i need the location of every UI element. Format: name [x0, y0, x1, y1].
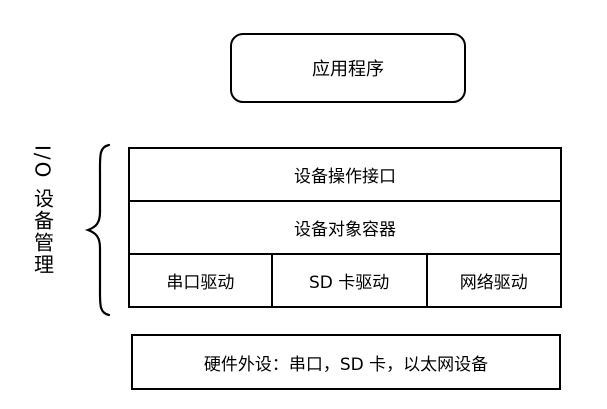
- hardware-box-label: 硬件外设：串口，SD 卡，以太网设备: [203, 354, 489, 375]
- network-driver-label: 网络驱动: [459, 273, 528, 293]
- application-box: 应用程序: [230, 33, 466, 103]
- hardware-box: 硬件外设：串口，SD 卡，以太网设备: [131, 334, 561, 390]
- driver-row: 串口驱动 SD 卡驱动 网络驱动: [130, 255, 560, 306]
- application-box-label: 应用程序: [312, 59, 384, 80]
- sdcard-driver-label: SD 卡驱动: [309, 273, 390, 293]
- stack-row-device-container: 设备对象容器: [130, 202, 560, 255]
- io-stack: 设备操作接口 设备对象容器 串口驱动 SD 卡驱动 网络驱动: [128, 147, 562, 308]
- curly-brace-icon: [84, 143, 111, 317]
- driver-cell-sdcard: SD 卡驱动: [273, 255, 428, 306]
- serial-driver-label: 串口驱动: [166, 273, 235, 293]
- device-container-label: 设备对象容器: [294, 220, 396, 240]
- device-interface-label: 设备操作接口: [294, 167, 396, 187]
- driver-cell-network: 网络驱动: [428, 255, 560, 306]
- io-management-vertical-label: I/O 设备管理: [30, 145, 55, 276]
- stack-row-device-interface: 设备操作接口: [130, 149, 560, 202]
- driver-cell-serial: 串口驱动: [130, 255, 273, 306]
